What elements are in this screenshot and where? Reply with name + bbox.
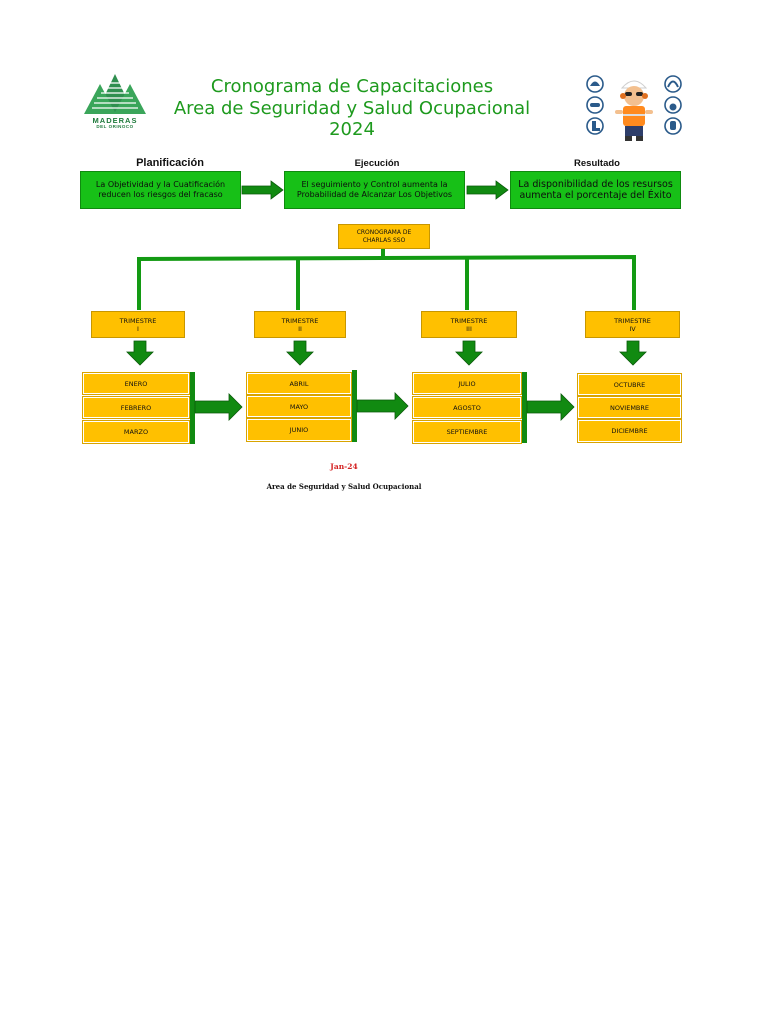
month-cell: DICIEMBRE bbox=[577, 419, 682, 443]
down-arrow-q1 bbox=[126, 340, 154, 366]
glove-icon bbox=[670, 121, 676, 130]
month-cell: OCTUBRE bbox=[577, 373, 682, 396]
down-arrow-q3 bbox=[455, 340, 483, 366]
helmet-icon bbox=[590, 81, 600, 86]
quarter-title: TRIMESTRE bbox=[450, 316, 488, 325]
stage-box-planificacion: La Objetividad y la Cuatificación reduce… bbox=[80, 171, 241, 209]
quarter-header-2: TRIMESTRE II bbox=[254, 311, 346, 338]
month-bracket-q2 bbox=[352, 370, 357, 442]
quarter-title: TRIMESTRE bbox=[119, 316, 157, 325]
month-cell: MARZO bbox=[82, 420, 190, 444]
quarter-number: I bbox=[137, 324, 139, 333]
quarter-header-3: TRIMESTRE III bbox=[421, 311, 517, 338]
stage-heading-ejecucion: Ejecución bbox=[354, 158, 400, 169]
stage-heading-resultado: Resultado bbox=[574, 158, 620, 169]
title-line-3: 2024 bbox=[329, 119, 375, 140]
stage-text-planificacion: La Objetividad y la Cuatificación reduce… bbox=[95, 180, 226, 199]
title-line-1: Cronograma de Capacitaciones bbox=[210, 76, 494, 97]
logo-name: MADERAS bbox=[92, 116, 138, 125]
stage-arrow-2 bbox=[466, 180, 509, 200]
quarter-header-4: TRIMESTRE IV bbox=[585, 311, 680, 338]
title-line-2: Area de Seguridad y Salud Ocupacional bbox=[173, 97, 531, 119]
footer-date: Jan-24 bbox=[330, 462, 358, 471]
safety-worker-icon bbox=[586, 75, 682, 141]
down-arrow-q2 bbox=[286, 340, 314, 366]
tree-logo-icon bbox=[84, 74, 146, 114]
logo-subname: DEL ORINOCO bbox=[96, 124, 134, 129]
root-node-cronograma: CRONOGRAMA DE CHARLAS SSO bbox=[338, 224, 430, 249]
stage-heading-planificacion: Planificación bbox=[136, 157, 204, 169]
ppe-icons-left bbox=[586, 75, 682, 135]
quarter-arrow-3 bbox=[526, 393, 575, 421]
month-cell: SEPTIEMBRE bbox=[412, 420, 522, 444]
month-cell: JULIO bbox=[412, 372, 522, 395]
quarter-arrow-2 bbox=[356, 392, 409, 420]
quarter-number: II bbox=[298, 324, 302, 333]
ear-protection-icon bbox=[667, 80, 679, 88]
footer-area: Area de Seguridad y Salud Ocupacional bbox=[266, 482, 422, 491]
goggles-icon bbox=[590, 103, 600, 107]
quarter-title: TRIMESTRE bbox=[281, 316, 319, 325]
stage-text-ejecucion: El seguimiento y Control aumenta la Prob… bbox=[296, 180, 453, 199]
quarter-header-1: TRIMESTRE I bbox=[91, 311, 185, 338]
quarter-number: III bbox=[466, 324, 472, 333]
stage-arrow-1 bbox=[241, 180, 284, 200]
stage-box-ejecucion: El seguimiento y Control aumenta la Prob… bbox=[284, 171, 465, 209]
stage-text-resultado: La disponibilidad de los resursos aument… bbox=[518, 179, 673, 201]
mask-icon bbox=[669, 103, 677, 111]
quarter-arrow-1 bbox=[194, 393, 243, 421]
month-cell: MAYO bbox=[246, 395, 352, 418]
down-arrow-q4 bbox=[619, 340, 647, 366]
tree-connectors bbox=[137, 249, 636, 310]
company-logo: MADERAS DEL ORINOCO bbox=[82, 74, 148, 130]
root-line-1: CRONOGRAMA DE bbox=[356, 229, 412, 236]
month-cell: NOVIEMBRE bbox=[577, 396, 682, 419]
month-cell: JUNIO bbox=[246, 418, 352, 442]
month-cell: AGOSTO bbox=[412, 396, 522, 419]
boot-icon bbox=[592, 121, 600, 131]
root-line-2: CHARLAS SSO bbox=[362, 236, 406, 244]
month-cell: ENERO bbox=[82, 372, 190, 395]
stage-box-resultado: La disponibilidad de los resursos aument… bbox=[510, 171, 681, 209]
month-cell: ABRIL bbox=[246, 372, 352, 395]
month-cell: FEBRERO bbox=[82, 396, 190, 419]
quarter-number: IV bbox=[629, 324, 636, 333]
month-bracket-q1 bbox=[190, 372, 195, 444]
month-bracket-q3 bbox=[522, 372, 527, 443]
page-title: Cronograma de Capacitaciones Area de Seg… bbox=[160, 76, 544, 141]
quarter-title: TRIMESTRE bbox=[614, 316, 651, 325]
